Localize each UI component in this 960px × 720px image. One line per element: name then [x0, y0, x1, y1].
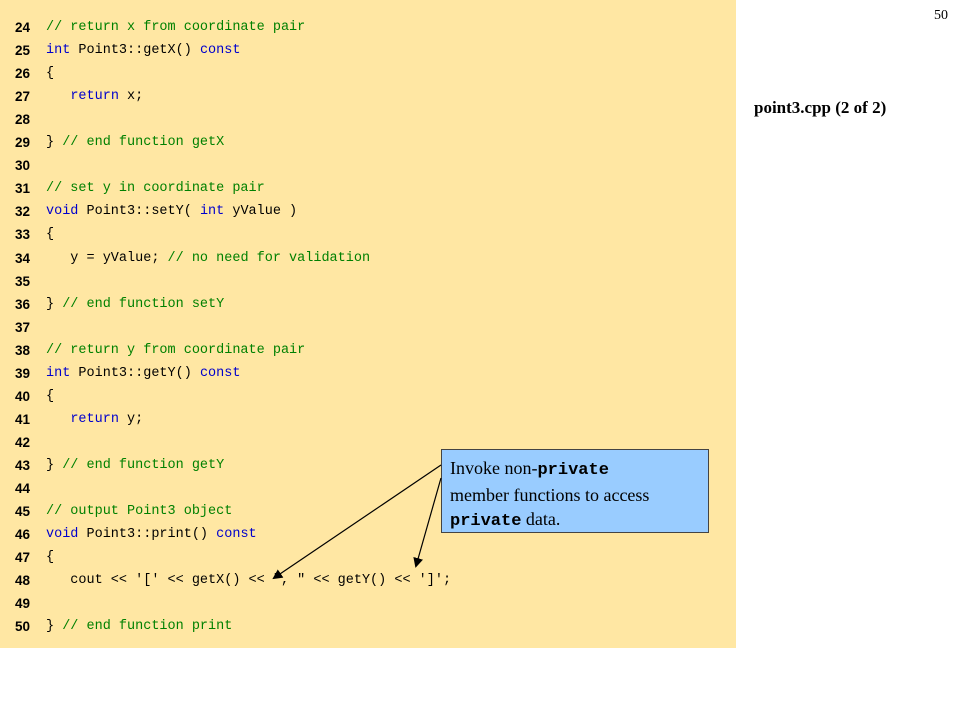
line-number: 42: [14, 434, 30, 450]
line-number: 49: [14, 596, 30, 612]
callout-text-1: Invoke non-: [450, 458, 538, 478]
code-token: Point3::getX(): [70, 43, 200, 59]
code-token: }: [46, 619, 63, 635]
code-keyword: int: [199, 204, 225, 220]
code-token: {: [46, 66, 55, 82]
code-text: void Point3::setY( int yValue ): [46, 202, 297, 222]
code-token: }: [46, 135, 63, 151]
line-number: 36: [14, 296, 30, 312]
file-title: point3.cpp (2 of 2): [754, 98, 887, 117]
line-number: 26: [14, 66, 30, 82]
code-token: }: [46, 296, 63, 312]
code-keyword: void: [46, 527, 79, 543]
code-keyword: void: [46, 204, 79, 220]
line-number: 32: [14, 204, 30, 220]
code-text: int Point3::getX() const: [46, 41, 240, 61]
code-text: // output Point3 object: [46, 502, 232, 522]
code-listing: 24 // return x from coordinate pair 25 int …: [0, 0, 736, 648]
code-text: int Point3::getY() const: [46, 364, 240, 384]
line-number: 28: [14, 112, 30, 128]
code-text: y = yValue; // no need for validation: [46, 249, 370, 269]
code-text: } // end function getX: [46, 133, 224, 153]
line-number: 44: [14, 481, 30, 496]
code-text: return x;: [46, 87, 143, 107]
code-keyword: const: [216, 527, 257, 543]
line-number: 33: [14, 227, 30, 243]
code-token: Point3::getY(): [70, 365, 200, 381]
code-comment: // return x from coordinate pair: [46, 20, 306, 35]
code-keyword: return: [70, 411, 119, 427]
line-number: 46: [14, 527, 30, 543]
code-text: {: [46, 387, 54, 407]
code-keyword: int: [46, 43, 71, 59]
code-comment: // end function print: [62, 619, 233, 635]
code-token: [46, 412, 70, 427]
callout-keyword-private-1: private: [537, 461, 609, 480]
line-number: 30: [14, 158, 30, 174]
code-text: {: [46, 225, 54, 245]
code-token: [46, 89, 70, 104]
code-text: {: [46, 548, 54, 568]
line-number: 38: [14, 342, 30, 358]
callout-box: Invoke non-private member functions to a…: [441, 449, 709, 533]
line-number: 40: [14, 388, 30, 404]
code-text: // return x from coordinate pair: [46, 18, 305, 38]
code-text: } // end function print: [46, 617, 232, 637]
page-number: 50: [934, 8, 948, 23]
code-text: } // end function getY: [46, 456, 224, 476]
line-number: 50: [14, 619, 30, 635]
code-token: }: [46, 457, 63, 473]
code-token: Point3::print(): [78, 527, 217, 543]
code-text: } // end function setY: [46, 295, 224, 315]
code-comment: // end function getY: [62, 457, 225, 473]
line-number: 39: [14, 365, 30, 381]
code-comment: // end function getX: [62, 135, 225, 151]
code-text: // return y from coordinate pair: [46, 341, 305, 361]
code-text: void Point3::print() const: [46, 525, 257, 545]
line-number: 25: [14, 43, 30, 59]
code-text: cout << '[' << getX() << ", " << getY() …: [46, 571, 451, 591]
code-text: return y;: [46, 410, 143, 430]
code-token: Point3::setY(: [78, 204, 200, 220]
code-text: {: [46, 64, 54, 84]
code-keyword: const: [199, 365, 241, 381]
code-token: {: [46, 388, 55, 404]
line-number: 31: [14, 181, 30, 197]
line-number: 45: [14, 504, 30, 520]
code-token: x;: [118, 89, 144, 105]
callout-keyword-private-2: private: [450, 512, 522, 531]
code-keyword: return: [70, 89, 119, 105]
code-token: yValue ): [224, 204, 298, 220]
line-number: 27: [14, 89, 30, 105]
code-comment: // return y from coordinate pair: [46, 342, 306, 358]
code-comment: // output Point3 object: [46, 504, 233, 520]
code-token: {: [46, 227, 55, 243]
code-comment: // no need for validation: [167, 250, 371, 266]
code-token: y;: [118, 411, 144, 427]
line-number: 41: [14, 411, 30, 427]
line-number: 47: [14, 550, 30, 566]
code-keyword: const: [199, 43, 241, 59]
code-token: y = yValue;: [46, 250, 168, 266]
line-number: 35: [14, 273, 30, 289]
line-number: 43: [14, 457, 30, 473]
line-number: 37: [14, 319, 30, 335]
code-token: cout << '[' << getX() << ", " << getY() …: [46, 573, 452, 589]
code-comment: // end function setY: [62, 296, 225, 312]
code-text: // set y in coordinate pair: [46, 179, 265, 199]
code-comment: // set y in coordinate pair: [46, 181, 265, 197]
line-number: 48: [14, 573, 30, 589]
line-number: 29: [14, 135, 30, 151]
code-keyword: int: [46, 365, 71, 381]
code-token: {: [46, 550, 55, 566]
callout-text-2: member functions to access: [450, 485, 650, 505]
line-number: 34: [14, 250, 30, 266]
callout-text-3: data.: [521, 509, 561, 529]
line-number: 24: [14, 20, 30, 35]
